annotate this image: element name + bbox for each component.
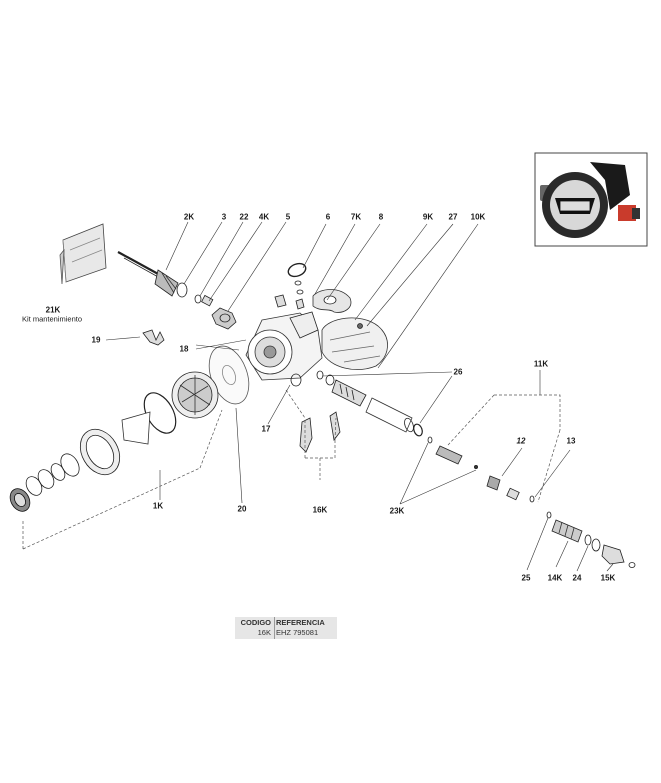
label-4K: 4K	[258, 212, 270, 222]
adjustment-parts	[546, 511, 636, 568]
label-13: 13	[566, 436, 576, 446]
label-19: 19	[91, 335, 101, 345]
label-1K: 1K	[152, 501, 164, 511]
label-11K: 11K	[533, 359, 549, 369]
second-stage-body	[245, 294, 323, 381]
label-23K: 23K	[389, 506, 405, 516]
label-15K: 15K	[600, 573, 616, 583]
code-header: CODIGO	[240, 618, 271, 627]
label-3: 3	[221, 212, 227, 222]
label-10K: 10K	[470, 212, 486, 222]
lever-set	[299, 411, 341, 453]
label-9K: 9K	[422, 212, 434, 222]
code-value: 16K	[257, 628, 271, 637]
label-2K: 2K	[183, 212, 195, 222]
mouthpiece-clamp	[287, 262, 307, 295]
leader-lines	[105, 221, 614, 572]
diaphragm	[208, 345, 250, 405]
valve-assembly	[316, 370, 423, 437]
label-12: 12	[516, 436, 526, 446]
label-5: 5	[285, 212, 291, 222]
purge-assembly	[9, 371, 219, 512]
label-27: 27	[448, 212, 458, 222]
label-24: 24	[572, 573, 582, 583]
code-column: CODIGO 16K	[235, 617, 275, 639]
label-8: 8	[378, 212, 384, 222]
label-7K: 7K	[350, 212, 362, 222]
o-ring-17	[290, 373, 302, 387]
label-25: 25	[521, 573, 531, 583]
label-18: 18	[179, 344, 189, 354]
ref-value: EHZ 795081	[276, 628, 319, 637]
label-6: 6	[325, 212, 331, 222]
ref-column: REFERENCIA EHZ 795081	[276, 617, 336, 639]
label-20: 20	[237, 504, 247, 514]
label-14K: 14K	[547, 573, 563, 583]
label-17: 17	[261, 424, 271, 434]
regulator-photo	[534, 152, 648, 247]
label-16K: 16K	[312, 505, 328, 515]
reference-table: CODIGO 16K REFERENCIA EHZ 795081	[235, 617, 337, 639]
label-22: 22	[239, 212, 249, 222]
front-cover	[321, 317, 388, 370]
dashed-group-lines	[22, 389, 561, 550]
mouthpiece	[312, 289, 352, 313]
poppet-parts	[427, 436, 535, 503]
clip-part	[142, 329, 165, 346]
label-21K: 21K	[45, 305, 61, 315]
maintenance-kit-bag	[59, 223, 107, 285]
ref-header: REFERENCIA	[276, 618, 325, 627]
hose-part	[117, 251, 237, 330]
kit-label: Kit mantenimiento	[21, 314, 83, 324]
label-26: 26	[453, 367, 463, 377]
